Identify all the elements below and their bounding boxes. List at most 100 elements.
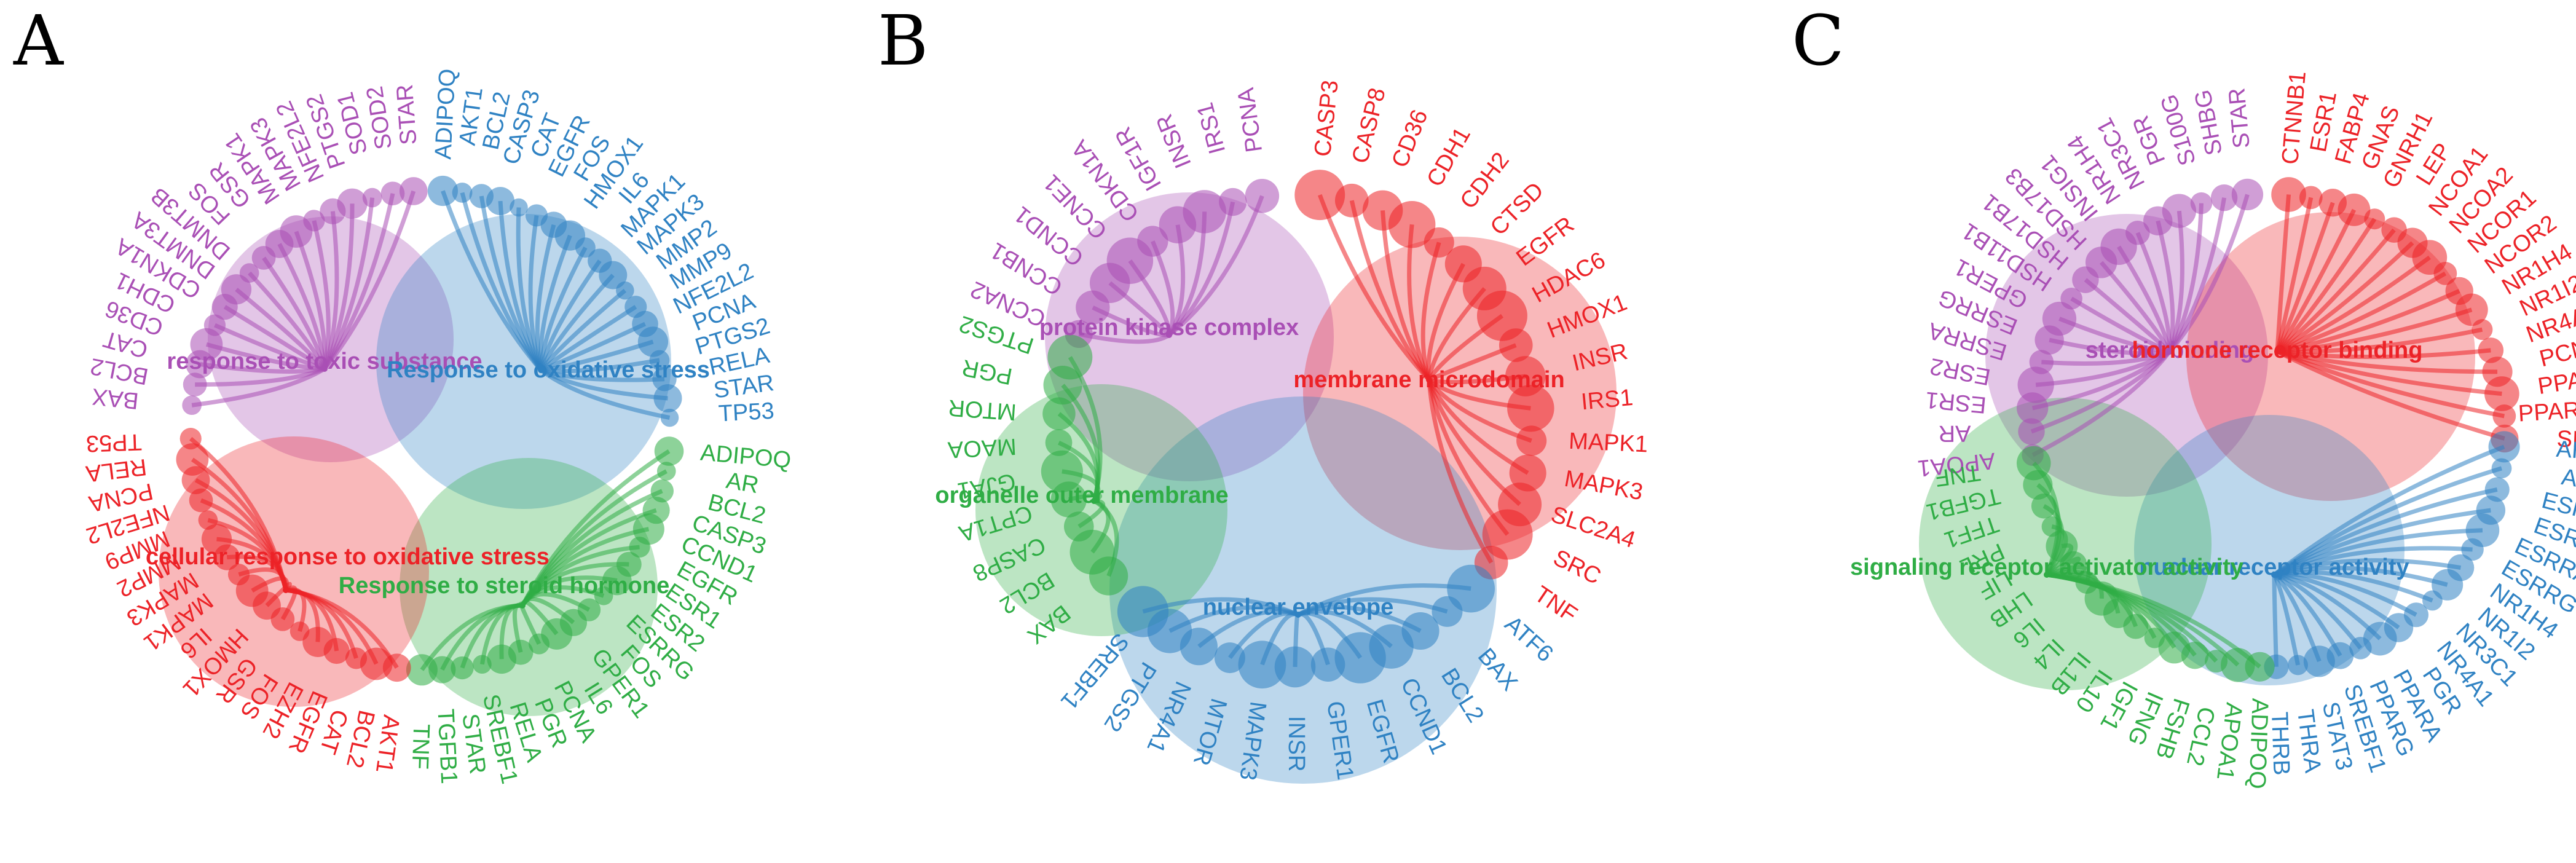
term-hub: [538, 367, 544, 373]
gene-node: [1238, 640, 1286, 689]
gene-node: [654, 436, 684, 466]
gene-label: STAR: [392, 84, 422, 146]
gene-label: ADIPOQ: [430, 68, 461, 160]
term-label-nuclear-envelope: nuclear envelope: [1203, 594, 1393, 620]
term-hub: [283, 587, 289, 593]
gene-node: [239, 263, 259, 283]
gene-node: [473, 655, 492, 674]
gene-node: [362, 187, 382, 208]
gene-node: [337, 188, 368, 219]
gene-node: [198, 510, 218, 530]
gene-node: [486, 187, 515, 216]
gene-link: [1349, 200, 1431, 382]
gene-node: [190, 328, 223, 361]
term-label-steroid-binding: steroid binding: [2086, 337, 2254, 363]
gene-link: [2276, 349, 2505, 419]
gene-node: [406, 654, 438, 686]
gene-node: [656, 462, 676, 481]
gene-node: [1245, 179, 1280, 213]
gene-link: [539, 368, 671, 420]
gene-node: [2271, 177, 2306, 212]
gene-node: [2349, 637, 2372, 660]
panel-a: ABAXBCL2CATCD36CDH1CDKN1ADNMT3ADNMT3BFOS…: [13, 1, 792, 786]
gene-node: [2125, 220, 2150, 245]
gene-node: [1137, 226, 1168, 257]
panel-letter: B: [878, 1, 928, 81]
gene-label: CD36: [1387, 106, 1433, 171]
gene-node: [1274, 646, 1316, 688]
gene-node: [529, 633, 550, 655]
gene-link: [2276, 241, 2414, 353]
gene-node: [1294, 170, 1345, 221]
gene-node: [201, 524, 232, 554]
gene-link: [2049, 337, 2170, 356]
gene-link: [2275, 228, 2396, 353]
gene-node: [2472, 319, 2493, 341]
gene-node: [182, 395, 202, 416]
gene-link: [2277, 348, 2491, 360]
gene-label: CASP3: [1310, 79, 1344, 157]
term-hub: [1166, 332, 1172, 338]
gene-node: [2455, 293, 2488, 326]
term-hub: [2271, 572, 2277, 578]
gene-link: [2277, 327, 2483, 354]
gene-node: [303, 210, 325, 232]
gene-node: [2303, 645, 2335, 677]
gene-node: [1334, 632, 1386, 684]
gene-node: [487, 644, 516, 674]
gene-label: TP53: [718, 398, 775, 427]
gene-label: TGFB1: [432, 708, 462, 784]
gene-link: [323, 190, 416, 371]
gene-node: [1045, 429, 1073, 457]
gene-node: [2364, 208, 2385, 230]
gene-node: [660, 408, 679, 427]
gene-link: [1427, 379, 1494, 564]
gene-link: [2275, 197, 2314, 352]
panel-letter: A: [13, 1, 64, 81]
gene-link: [2275, 194, 2291, 352]
gene-node: [2338, 193, 2371, 226]
gene-node: [2042, 301, 2077, 336]
gene-link: [199, 362, 325, 374]
gene-node: [616, 281, 634, 300]
gene-link: [1407, 224, 1432, 381]
gene-node: [221, 274, 252, 305]
term-hub: [1295, 612, 1301, 618]
term-hub: [519, 602, 526, 609]
gene-label: IRS1: [1192, 100, 1231, 157]
gene-node: [2299, 186, 2323, 210]
gene-link: [2277, 289, 2460, 354]
gene-node: [452, 183, 473, 203]
gene-node: [602, 565, 632, 596]
gene-label: AR: [724, 468, 760, 498]
gene-node: [1183, 190, 1226, 234]
gene-node: [451, 656, 474, 680]
gene-node: [575, 237, 596, 258]
gene-link: [2084, 278, 2172, 353]
gene-node: [2144, 628, 2165, 648]
gene-link: [2276, 349, 2502, 396]
gene-node: [2190, 192, 2213, 215]
gene-node: [2488, 431, 2520, 463]
gene-label: BAX: [91, 383, 140, 414]
gene-node: [360, 647, 393, 680]
gene-label: TNF: [1530, 581, 1582, 628]
gene-node: [2491, 458, 2512, 479]
gene-link: [2276, 255, 2431, 354]
gene-label: STAR: [2224, 87, 2255, 149]
gene-node: [345, 647, 368, 669]
term-label-hormone-receptor-binding: hormone receptor binding: [2132, 337, 2423, 363]
gene-node: [183, 372, 207, 396]
gene-link: [2100, 261, 2172, 353]
gene-node: [1063, 511, 1094, 542]
gene-label: AHR: [2555, 436, 2576, 465]
gene-node: [2162, 194, 2197, 228]
gene-node: [510, 198, 528, 217]
term-hub: [321, 366, 328, 372]
gene-link: [2275, 218, 2377, 353]
gene-link: [2070, 296, 2171, 354]
gene-label: TNF: [1934, 459, 1982, 491]
gene-label: INSR: [1283, 716, 1309, 772]
term-circle-steroid-binding: [1985, 214, 2268, 497]
